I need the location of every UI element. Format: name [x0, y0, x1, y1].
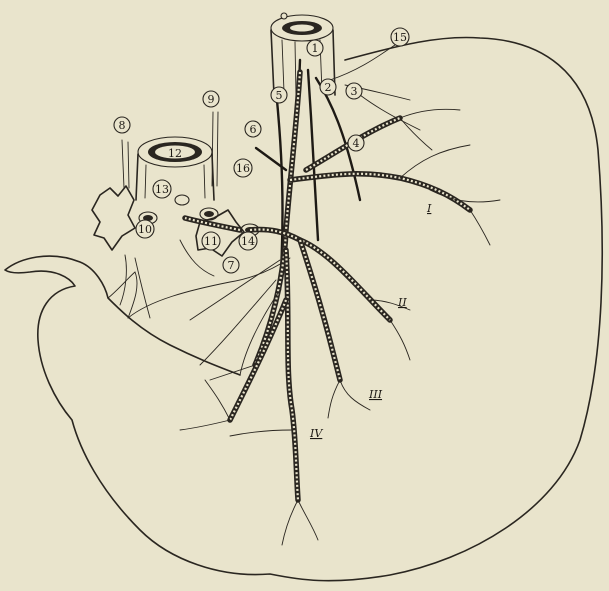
svg-text:4: 4: [353, 137, 360, 150]
label-3: 3: [346, 83, 362, 99]
svg-text:15: 15: [393, 31, 407, 44]
svg-text:3: 3: [351, 85, 358, 98]
svg-text:5: 5: [276, 89, 283, 102]
vagus-nerves: [256, 45, 420, 290]
svg-text:6: 6: [250, 123, 257, 136]
label-8: 8: [114, 117, 130, 133]
svg-text:2: 2: [325, 81, 332, 94]
label-4: 4: [348, 135, 364, 151]
label-1: 1: [307, 40, 323, 56]
label-9: 9: [203, 91, 219, 107]
label-6: 6: [245, 121, 261, 137]
stomach-outline: [5, 37, 602, 580]
label-15: 15: [391, 28, 409, 46]
svg-text:14: 14: [241, 235, 255, 248]
svg-text:7: 7: [228, 259, 235, 272]
svg-text:11: 11: [204, 235, 218, 248]
gastric-arteries: [185, 72, 470, 500]
label-roman-1: I: [426, 202, 432, 215]
celiac-ganglion: [92, 186, 135, 250]
splanchnic-left: [122, 140, 129, 188]
label-12: 12: [168, 147, 182, 160]
svg-text:12: 12: [168, 147, 182, 160]
svg-text:1: 1: [312, 42, 319, 55]
svg-text:16: 16: [236, 162, 250, 175]
label-roman-2: II: [397, 296, 407, 309]
label-5: 5: [271, 87, 287, 103]
label-16: 16: [234, 159, 252, 177]
label-roman-4: IV: [309, 427, 323, 440]
svg-text:8: 8: [119, 119, 126, 132]
svg-text:10: 10: [138, 223, 152, 236]
svg-text:13: 13: [155, 183, 169, 196]
label-10: 10: [136, 220, 154, 238]
curvature-line: [128, 258, 290, 318]
label-14: 14: [239, 232, 257, 250]
label-7: 7: [223, 257, 239, 273]
label-13: 13: [153, 180, 171, 198]
svg-text:9: 9: [208, 93, 215, 106]
label-2: 2: [320, 79, 336, 95]
label-11: 11: [202, 232, 220, 250]
label-roman-3: III: [368, 388, 383, 401]
